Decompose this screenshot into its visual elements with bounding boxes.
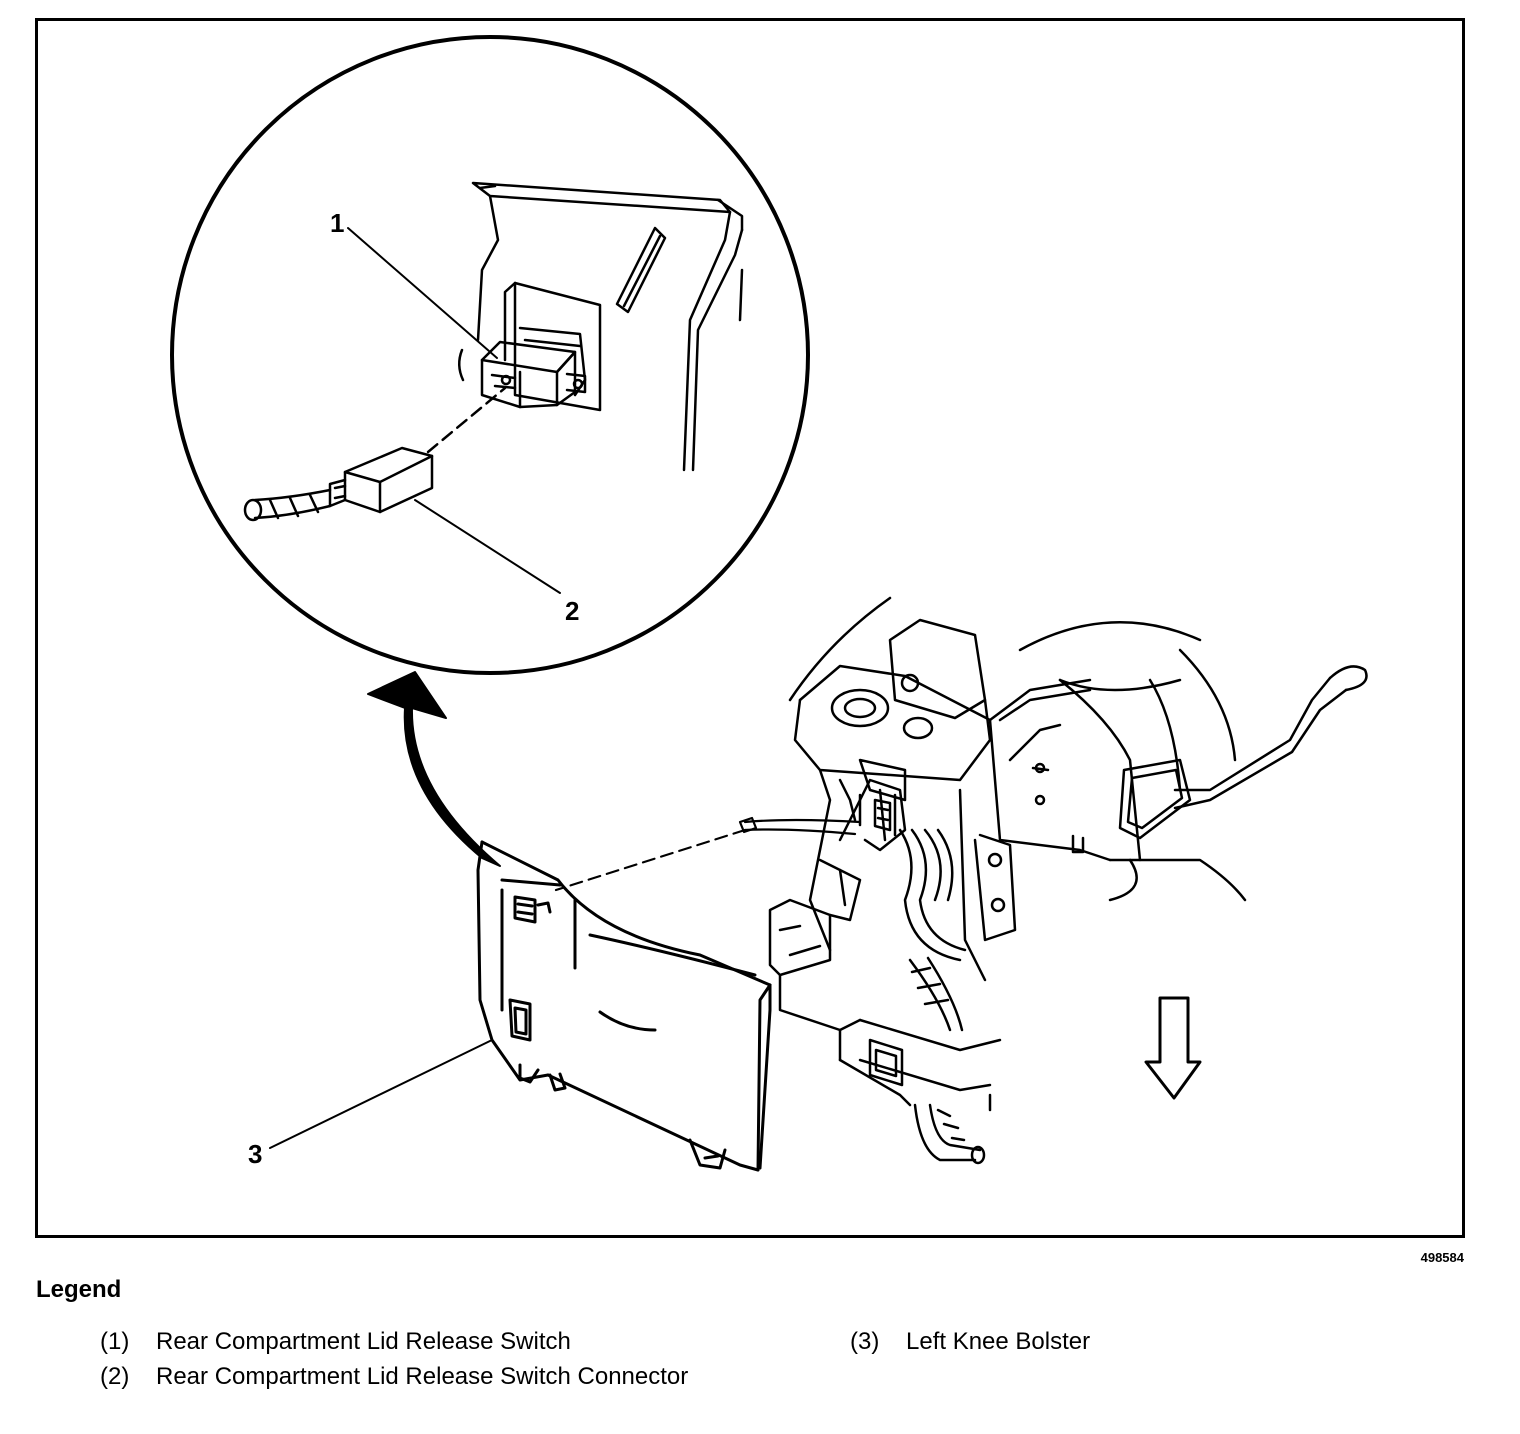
legend-column-left: (1) Rear Compartment Lid Release Switch … <box>100 1328 700 1398</box>
legend-item-text: Left Knee Bolster <box>906 1328 1091 1355</box>
connector-detail <box>243 386 507 522</box>
steering-column-bracket <box>768 758 1017 1165</box>
legend-item-text: Rear Compartment Lid Release Switch <box>156 1328 571 1355</box>
legend-column-right: (3) Left Knee Bolster <box>850 1328 1350 1363</box>
wire-routing <box>554 816 862 892</box>
legend-item-text: Rear Compartment Lid Release Switch Conn… <box>156 1363 689 1390</box>
legend-item-number: (3) <box>850 1328 880 1355</box>
legend-item: (3) Left Knee Bolster <box>850 1328 1350 1356</box>
callout-3-label: 3 <box>248 1139 262 1169</box>
callout-2-label: 2 <box>565 596 579 626</box>
callout-1: 1 <box>330 208 498 359</box>
detail-circle <box>170 35 810 675</box>
legend-item: (1) Rear Compartment Lid Release Switch <box>100 1328 700 1356</box>
legend-item-number: (1) <box>100 1328 130 1355</box>
legend-item: (2) Rear Compartment Lid Release Switch … <box>100 1363 700 1391</box>
legend-item-number: (2) <box>100 1363 130 1390</box>
curved-arrow-icon <box>367 671 501 867</box>
instrument-panel-structure <box>788 596 1368 902</box>
figure-id: 498584 <box>1420 1250 1464 1265</box>
callout-3: 3 <box>248 1039 493 1169</box>
legend-title: Legend <box>36 1276 122 1303</box>
left-knee-bolster <box>476 840 772 1172</box>
trim-panel-detail <box>458 181 744 472</box>
down-arrow-icon <box>1144 996 1202 1100</box>
callout-1-label: 1 <box>330 208 344 238</box>
figure-frame <box>35 18 1465 1238</box>
callout-2: 2 <box>414 499 579 626</box>
